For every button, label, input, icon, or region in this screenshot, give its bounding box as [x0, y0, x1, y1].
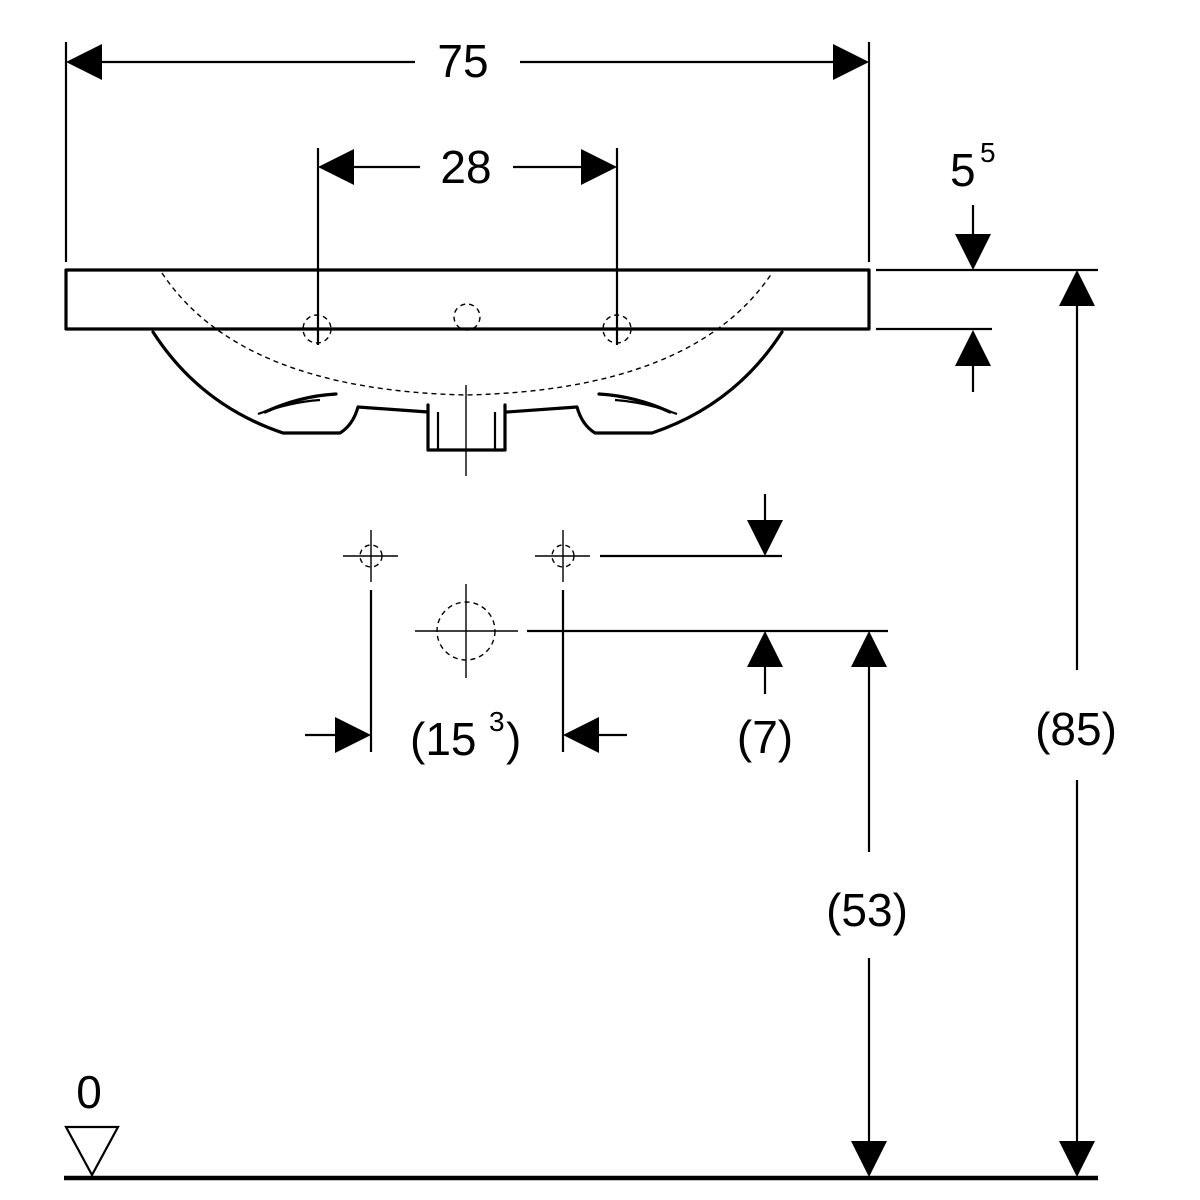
floor-reference: 0: [64, 1066, 1098, 1181]
bowl-outline-right: [505, 330, 784, 435]
supply-spacing-dimension: (15 3 ): [305, 590, 627, 765]
rim-thickness-label: 5: [950, 144, 976, 196]
rim-thickness-superscript: 5: [980, 137, 996, 168]
bowl-outline-left: [151, 330, 430, 435]
total-height-label: (85): [1035, 703, 1117, 755]
floor-level-triangle-icon: [64, 1125, 120, 1178]
supply-spacing-arrow-left: [335, 717, 371, 753]
width-label: 75: [437, 35, 488, 87]
wall-connections: [343, 530, 888, 678]
tap-arrow-left: [318, 149, 354, 185]
drain-height-dimension: (53): [826, 631, 908, 1177]
supply-spacing-arrow-right: [563, 717, 599, 753]
width-arrow-right: [833, 44, 869, 80]
drain-height-arrow-bottom: [851, 1141, 887, 1177]
rim-arrow-top: [955, 234, 991, 270]
supply-spacing-close: ): [506, 713, 521, 765]
tap-spacing-label: 28: [440, 141, 491, 193]
supply-offset-label: (7): [737, 711, 793, 763]
floor-reference-label: 0: [76, 1066, 102, 1118]
tap-arrow-right: [581, 149, 617, 185]
drain-height-arrow-top: [851, 631, 887, 667]
drain-outlet-inner: [436, 412, 497, 450]
overflow-hole: [453, 303, 481, 331]
width-arrow-left: [66, 44, 102, 80]
rim-arrow-bottom: [955, 330, 991, 366]
overflow-inner-left: [257, 398, 321, 416]
basin-rim: [64, 268, 871, 331]
offset-arrow-top: [747, 520, 783, 556]
overflow-inner-right: [614, 398, 678, 416]
washbasin-front-view: [64, 268, 871, 476]
supply-spacing-label: (15: [410, 713, 476, 765]
supply-spacing-superscript: 3: [489, 706, 505, 737]
supply-offset-dimension: (7): [737, 494, 793, 763]
total-height-arrow-top: [1059, 270, 1095, 306]
total-height-arrow-bottom: [1059, 1141, 1095, 1177]
offset-arrow-bottom: [747, 631, 783, 667]
tap-hole-spacing-dimension: 28: [316, 141, 619, 345]
total-height-dimension: (85): [1035, 270, 1117, 1177]
rim-thickness-dimension: 5 5: [876, 137, 1098, 392]
width-dimension: 75: [64, 35, 871, 262]
drain-height-label: (53): [826, 884, 908, 936]
basin-bowl-hidden-line: [161, 272, 773, 396]
